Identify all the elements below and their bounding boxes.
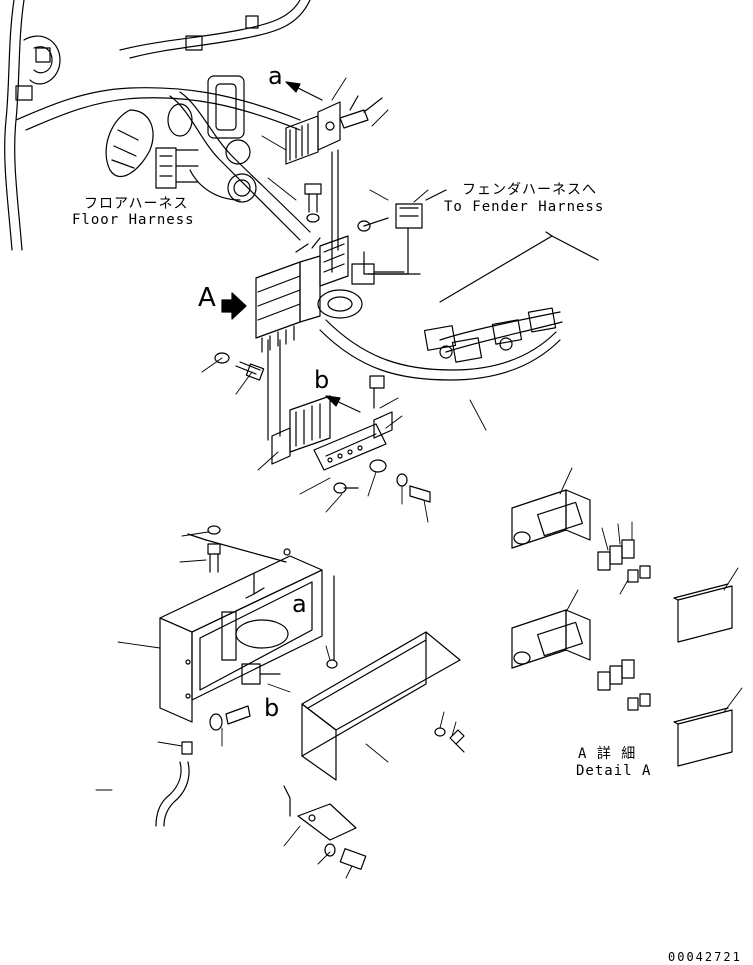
wing-nut <box>435 728 464 752</box>
cover-plate <box>302 632 460 780</box>
ref-a-lower-label: a <box>292 590 307 618</box>
drawing-number: 00042721 <box>668 950 742 964</box>
small-bracket-right <box>358 190 446 274</box>
fender-harness <box>320 232 598 380</box>
floor-harness-label-en: Floor Harness <box>72 212 195 228</box>
junction-block <box>256 236 404 352</box>
detail-a-parts <box>512 490 732 766</box>
fuse-plate-b <box>268 340 430 502</box>
bolt-washer-left <box>215 353 264 380</box>
bolt-box-top <box>208 526 220 572</box>
ref-b-lower-label: b <box>264 694 280 722</box>
ref-b-upper-label: b <box>314 366 330 394</box>
detail-a-label-en: Detail A <box>576 763 652 779</box>
view-arrow-icon <box>222 293 246 319</box>
lower-bracket <box>284 786 366 869</box>
ref-a-upper-label: a <box>268 62 283 90</box>
fender-harness-label-en: To Fender Harness <box>444 199 605 215</box>
floor-harness <box>5 0 310 250</box>
relay-bracket-a <box>286 96 382 272</box>
floor-harness-label-jp: フロアハーネス <box>84 196 189 212</box>
bolt-box-lower <box>210 664 280 730</box>
drain-hose <box>156 742 192 826</box>
fender-harness-label-jp: フェンダハーネスへ <box>462 182 597 198</box>
view-a-label: A <box>198 283 216 313</box>
relay-set-2 <box>598 660 650 710</box>
detail-a-label-jp: A 詳 細 <box>578 746 637 762</box>
leader-lines <box>96 78 742 878</box>
direction-arrow-icon <box>286 82 360 412</box>
washer-mid <box>327 576 337 668</box>
bolt-upper <box>305 184 321 222</box>
relay-set-1 <box>598 540 650 582</box>
enclosure-box <box>160 534 322 722</box>
